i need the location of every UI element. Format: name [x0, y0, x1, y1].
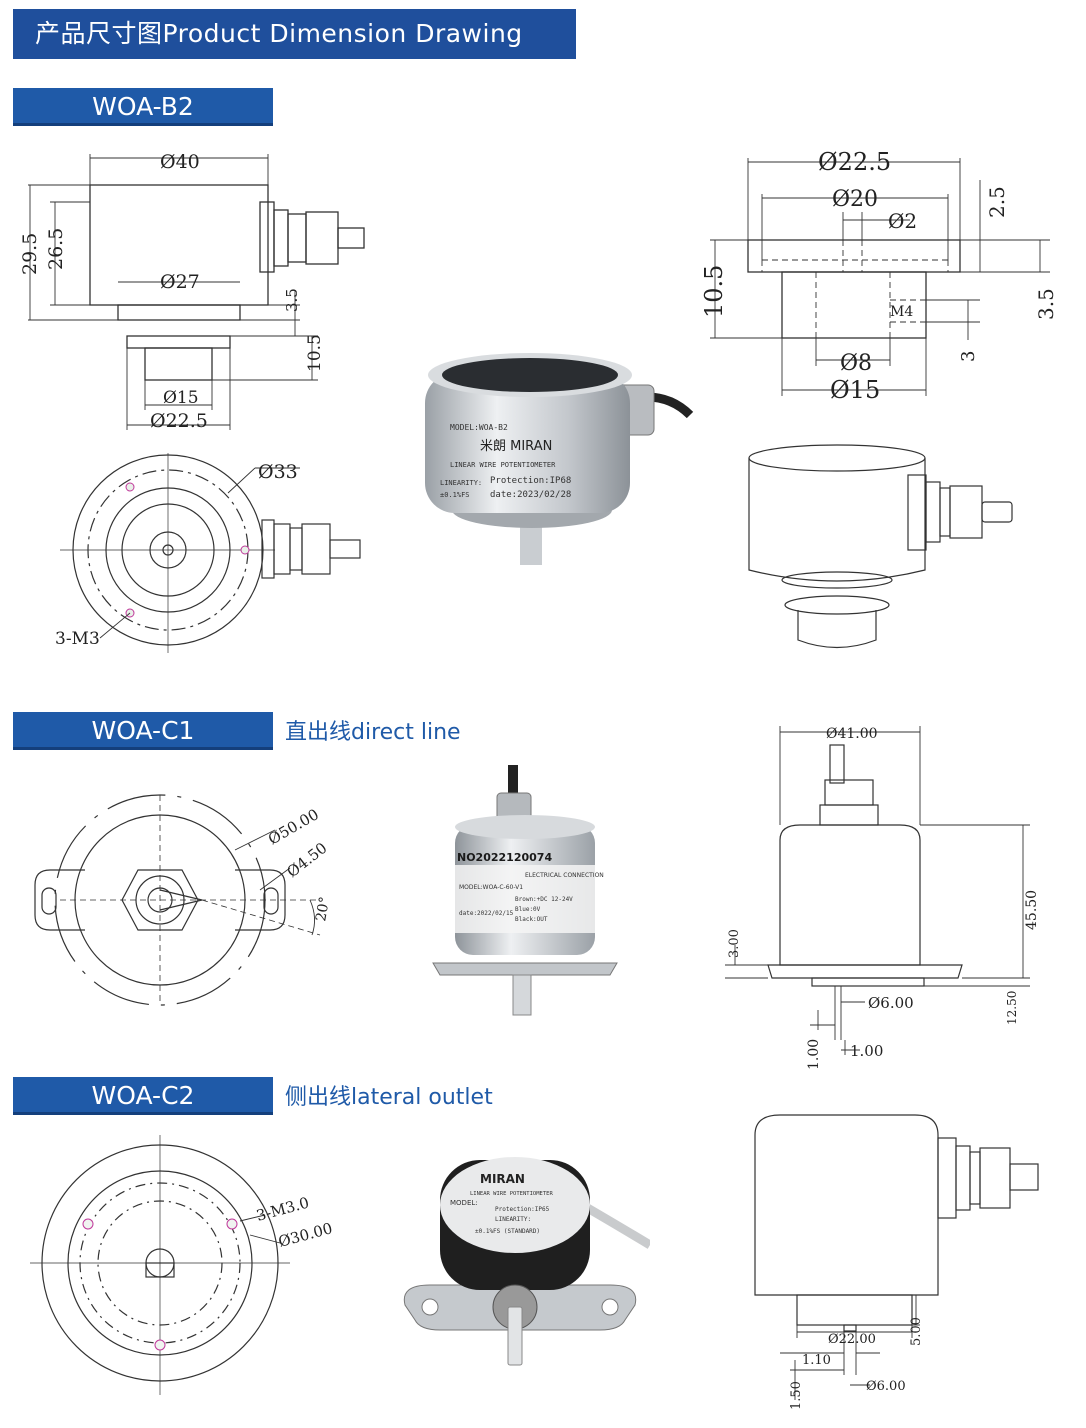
dim-h26-5: 26.5: [45, 228, 67, 270]
flange-d22-5: Ø22.5: [818, 148, 891, 176]
b2-photo-line2: Protection:IP68: [490, 476, 571, 486]
flange-h3-5: 3.5: [1034, 288, 1058, 320]
dim-h10-5: 10.5: [305, 334, 325, 372]
flange-d20: Ø20: [832, 187, 878, 212]
c2-dim-w1-1: 1.10: [802, 1353, 831, 1368]
c2-photo-brand: MIRAN: [480, 1172, 525, 1186]
c2-dim-h1-5: 1.50: [789, 1381, 804, 1410]
model-tag-woa-b2: WOA-B2: [13, 88, 273, 126]
c2-photo-l4: ±0.1%FS (STANDARD): [475, 1228, 540, 1235]
b2-photo-acc: ±0.1%FS: [440, 491, 470, 499]
woa-b2-top-drawing: Ø33 3-M3: [55, 453, 361, 653]
c1-photo-l1: Brown:+DC 12-24V: [515, 896, 573, 903]
c2-dim-d30: Ø30.00: [276, 1219, 334, 1251]
c1-dim-d41: Ø41.00: [826, 726, 878, 742]
c1-photo-serial: NO2022120074: [457, 851, 552, 864]
flange-d15: Ø15: [830, 376, 880, 404]
dim-d15: Ø15: [163, 388, 199, 408]
c1-dim-w1a: 1.00: [806, 1039, 822, 1070]
woa-c1-subtitle: 直出线direct line: [285, 720, 461, 745]
flange-d8: Ø8: [840, 351, 872, 376]
c1-dim-angle: 20°: [313, 895, 333, 922]
c2-dim-d6: Ø6.00: [866, 1379, 906, 1394]
dim-d27: Ø27: [160, 271, 200, 293]
flange-h2-5: 2.5: [985, 186, 1009, 218]
c2-photo-l3: LINEARITY:: [495, 1216, 531, 1223]
woa-b2-outline-3d: [748, 444, 1013, 649]
woa-c2-front-drawing: 3-M3.0 Ø30.00: [30, 1135, 334, 1395]
woa-c2-subtitle: 侧出线lateral outlet: [285, 1085, 493, 1110]
c1-dim-d50: Ø50.00: [265, 805, 322, 848]
model-tag-woa-c2: WOA-C2: [13, 1077, 273, 1115]
c1-dim-h12-5: 12.50: [1005, 991, 1019, 1025]
woa-c1-photo: NO2022120074 ELECTRICAL CONNECTION MODEL…: [432, 765, 618, 1016]
woa-b2-photo: 米朗 MIRAN LINEAR WIRE POTENTIOMETER MODEL…: [425, 353, 694, 565]
dim-h3-5: 3.5: [283, 288, 301, 312]
c1-photo-l3: Black:OUT: [515, 916, 548, 923]
c2-dim-h5: 5.00: [909, 1317, 924, 1346]
c2-dim-d22: Ø22.00: [828, 1332, 876, 1347]
woa-c1-front-drawing: Ø50.00 Ø4.50 20°: [34, 794, 333, 1006]
b2-photo-brand: 米朗 MIRAN: [480, 439, 552, 454]
b2-photo-model: MODEL:WOA-B2: [450, 423, 508, 432]
woa-c1-side-drawing: Ø41.00 45.50 3.00 Ø6.00 12.50 1.00 1.00: [725, 726, 1040, 1070]
page-title: 产品尺寸图Product Dimension Drawing: [13, 9, 576, 59]
flange-d2: Ø2: [888, 209, 917, 233]
c1-photo-l2: Blue:0V: [515, 906, 541, 913]
b2-photo-line3: date:2023/02/28: [490, 490, 571, 500]
dim-d40: Ø40: [160, 151, 200, 173]
c1-dim-d4-5: Ø4.50: [283, 839, 330, 881]
dim-3-m3: 3-M3: [55, 629, 100, 649]
c2-photo-l2: Protection:IP65: [495, 1206, 550, 1213]
c2-dim-holes: 3-M3.0: [254, 1194, 311, 1225]
flange-h3: 3: [958, 351, 979, 362]
c2-photo-l1: LINEAR WIRE POTENTIOMETER: [470, 1191, 553, 1197]
model-tag-woa-c1: WOA-C1: [13, 712, 273, 750]
c1-photo-date: date:2022/02/15: [459, 910, 514, 917]
c1-dim-h3: 3.00: [727, 929, 742, 958]
c1-dim-w1b: 1.00: [850, 1042, 883, 1060]
c2-photo-model: MODEL:: [450, 1199, 478, 1207]
flange-m4: M4: [890, 304, 913, 320]
woa-b2-flange-drawing: Ø22.5 Ø20 Ø2 2.5 10.5 3.5 M4 3 Ø8 Ø15: [700, 148, 1058, 404]
woa-b2-side-drawing: Ø40 29.5 26.5 Ø27 3.5 10.5 Ø15 Ø22.5: [19, 151, 365, 432]
c1-dim-d6: Ø6.00: [868, 994, 914, 1012]
b2-photo-linearity: LINEARITY:: [440, 479, 482, 487]
c1-dim-h45-5: 45.50: [1024, 890, 1040, 930]
woa-c2-photo: MIRAN MODEL: LINEAR WIRE POTENTIOMETER P…: [403, 1157, 650, 1366]
flange-h10-5: 10.5: [700, 265, 728, 318]
dim-d22-5: Ø22.5: [150, 410, 208, 432]
b2-photo-line1: LINEAR WIRE POTENTIOMETER: [450, 461, 556, 469]
woa-c2-side-drawing: Ø22.00 5.00 1.10 1.50 Ø6.00: [754, 1114, 1039, 1410]
c1-photo-model: MODEL:WOA-C-60-V1: [459, 884, 523, 891]
c1-photo-header: ELECTRICAL CONNECTION: [525, 872, 604, 879]
dim-h29-5: 29.5: [19, 233, 41, 275]
dim-d33: Ø33: [258, 461, 298, 483]
